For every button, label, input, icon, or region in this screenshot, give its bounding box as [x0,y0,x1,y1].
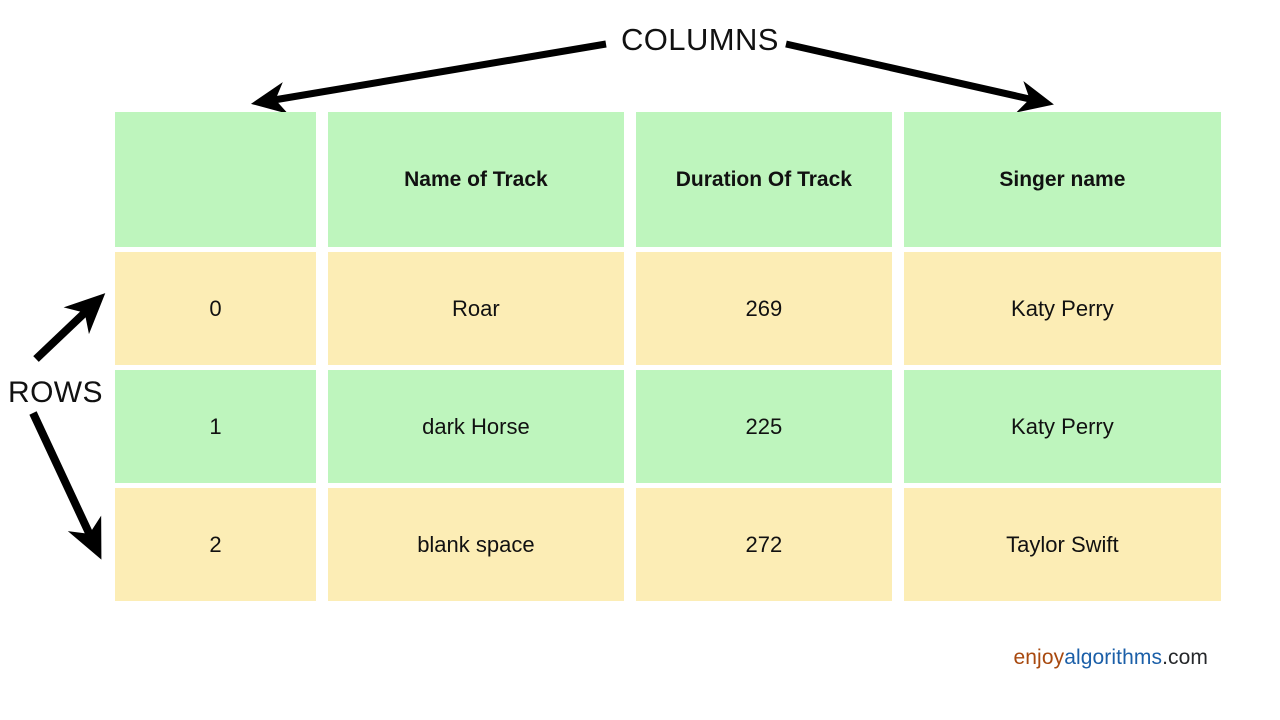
track-name-cell: dark Horse [327,370,624,483]
tracks-table: Name of Track Duration Of Track Singer n… [103,107,1233,606]
track-name-cell: Roar [327,252,624,365]
rows-annotation-label: ROWS [8,376,103,409]
table-row: 1 dark Horse 225 Katy Perry [115,370,1221,483]
singer-name-cell: Katy Perry [903,252,1221,365]
row-index-cell: 0 [115,252,316,365]
column-header-duration: Duration Of Track [635,112,892,247]
wordmark-enjoy: enjoy [1013,646,1065,669]
table-body: 0 Roar 269 Katy Perry 1 dark Horse 225 K… [115,252,1221,601]
columns-left-arrow [250,40,607,114]
track-name-cell: blank space [327,488,624,601]
column-header-name: Name of Track [327,112,624,247]
singer-name-cell: Katy Perry [903,370,1221,483]
rows-up-arrow [33,293,106,362]
table-row: 2 blank space 272 Taylor Swift [115,488,1221,601]
singer-name-cell: Taylor Swift [903,488,1221,601]
site-wordmark: enjoyalgorithms.com [1014,646,1209,670]
columns-annotation-label: COLUMNS [621,22,779,57]
row-index-cell: 1 [115,370,316,483]
column-header-singer: Singer name [903,112,1221,247]
wordmark-tld: .com [1162,646,1208,669]
rows-down-arrow [29,411,102,560]
table-header-row: Name of Track Duration Of Track Singer n… [115,112,1221,247]
wordmark-algorithms: algorithms [1064,646,1163,669]
track-duration-cell: 269 [635,252,892,365]
row-index-cell: 2 [115,488,316,601]
track-duration-cell: 272 [635,488,892,601]
table-header: Name of Track Duration Of Track Singer n… [115,112,1221,247]
columns-right-arrow [785,40,1054,113]
column-header-index [115,112,316,247]
table-row: 0 Roar 269 Katy Perry [115,252,1221,365]
track-duration-cell: 225 [635,370,892,483]
